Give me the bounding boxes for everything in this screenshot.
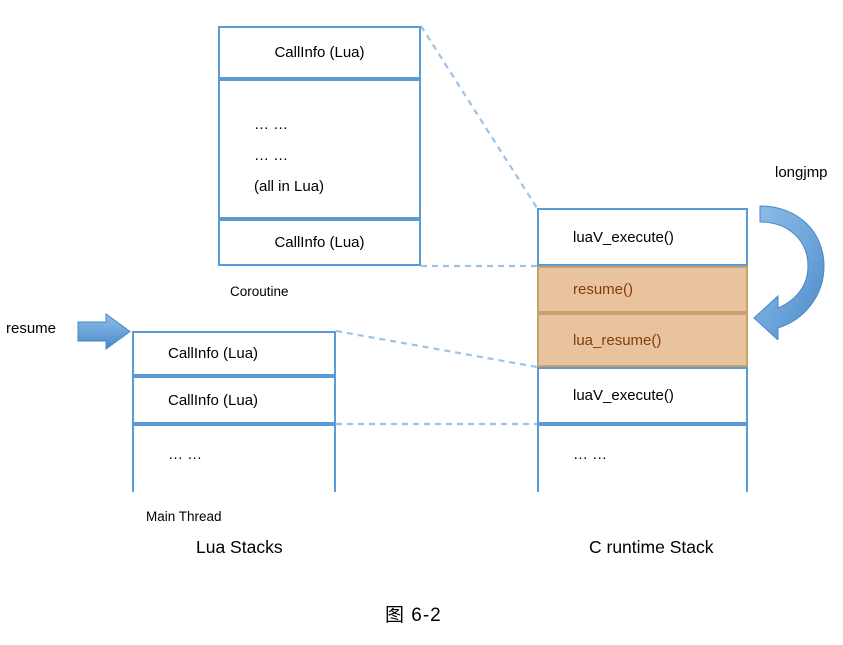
coroutine-frame-4: CallInfo (Lua) xyxy=(218,219,421,266)
c-frame-4-label: … … xyxy=(573,446,608,463)
coroutine-frame-4-label: CallInfo (Lua) xyxy=(274,234,365,251)
main-thread-frame-0-label: CallInfo (Lua) xyxy=(168,345,259,362)
c-frame-0-label: luaV_execute() xyxy=(573,228,674,246)
main-thread-frame-2-label: … … xyxy=(168,446,203,463)
coroutine-frame-1-label: … … xyxy=(254,116,289,133)
main-thread-frame-0: CallInfo (Lua) xyxy=(132,331,336,376)
figure-caption: 图 6-2 xyxy=(385,605,442,626)
c-frame-1: resume() xyxy=(537,266,748,313)
coroutine-frame-2-label: … … xyxy=(254,147,289,164)
c-frame-4: … … xyxy=(537,424,748,492)
c-runtime-stack-label: C runtime Stack xyxy=(589,537,714,557)
lua-stacks-group-label: Lua Stacks xyxy=(196,537,283,557)
coroutine-frame-0: CallInfo (Lua) xyxy=(218,26,421,79)
main-thread-frame-2: … … xyxy=(132,424,336,492)
c-frame-3-label: luaV_execute() xyxy=(573,387,674,404)
c-frame-0: luaV_execute() xyxy=(537,208,748,266)
c-frame-1-label: resume() xyxy=(573,281,634,298)
main-thread-label: Main Thread xyxy=(146,509,222,524)
resume-arrow xyxy=(77,313,131,350)
resume-label: resume xyxy=(6,320,57,337)
connector-main-top xyxy=(335,329,538,369)
c-frame-2-label: lua_resume() xyxy=(573,331,662,349)
c-frame-3: luaV_execute() xyxy=(537,367,748,424)
longjmp-label: longjmp xyxy=(775,164,828,181)
coroutine-frame-0-label: CallInfo (Lua) xyxy=(274,44,365,61)
c-frame-2: lua_resume() xyxy=(537,313,748,367)
main-thread-frame-1: CallInfo (Lua) xyxy=(132,376,336,424)
coroutine-frame-3-label: (all in Lua) xyxy=(254,178,325,195)
longjmp-arrow xyxy=(753,205,825,340)
connector-coroutine-top xyxy=(420,25,538,209)
main-thread-frame-1-label: CallInfo (Lua) xyxy=(168,391,259,409)
coroutine-frame-middle: … … … … (all in Lua) xyxy=(218,79,421,219)
coroutine-label: Coroutine xyxy=(230,284,289,299)
